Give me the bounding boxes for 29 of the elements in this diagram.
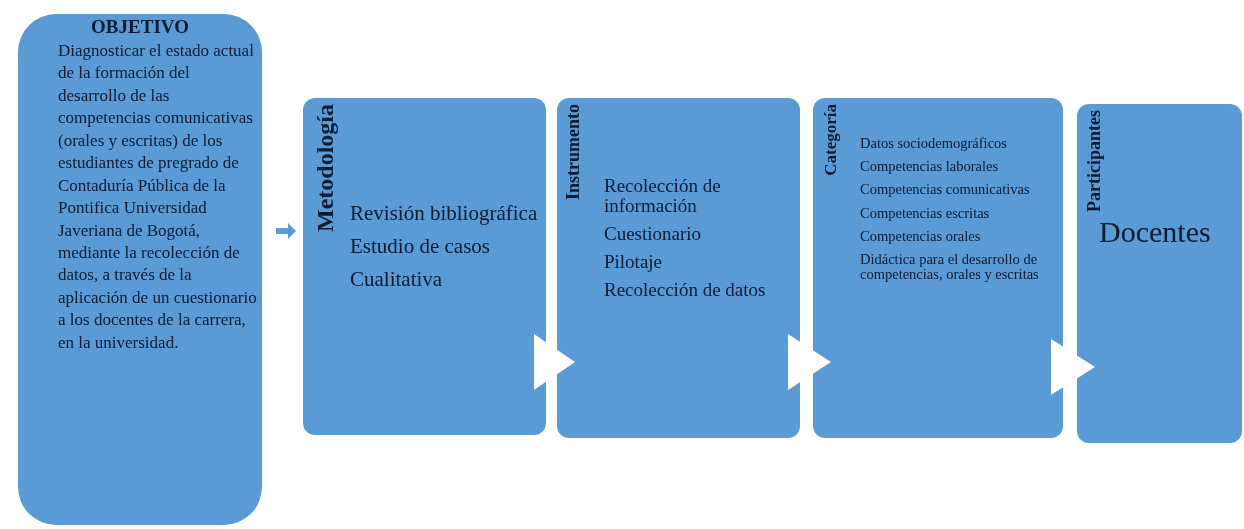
arrow [276,223,296,239]
list-item: Competencias orales [860,228,982,245]
list-item: Recolección de datos [604,279,767,300]
list-item: Estudio de casos [350,235,491,259]
list-item: Recolección de información [604,176,722,216]
heading: Metodología [312,104,339,232]
process-box [813,98,1063,438]
process-box [557,98,800,438]
list-item: Didáctica para el desarrollo de competencias, orales y escritas [860,252,1040,283]
list-item: Docentes [1099,215,1212,248]
objective-text: Diagnosticar el estado actual de la formación del desarrollo de las competencias comunicativas (orales y escritas) de los estudiantes de pregrado de Contaduría Pública de la Pontifica Universidad Javeriana de Bogotá, mediante la recolección de datos, a través de la aplicación de un cuestionario a los docentes de la carrera, en la universidad. [58,40,258,354]
process-box [303,98,546,435]
list-item: Pilotaje [604,251,664,272]
list-item: Datos sociodemográficos [860,136,1008,152]
heading: OBJETIVO [90,16,190,38]
list-item: Revisión bibliográfica [350,202,539,226]
objective-box [18,14,262,525]
chevron-arrow [534,334,575,390]
list-item: Competencias escritas [860,205,991,221]
chevron-arrow [1051,339,1095,395]
list-item: Cualitativa [350,268,444,292]
list-item: Competencias laborales [860,159,1000,175]
process-box [1077,104,1242,443]
heading: Categoría [821,104,841,176]
heading: Participantes [1084,110,1105,212]
list-item: Competencias comunicativas [860,182,1031,198]
list-item: Cuestionario [604,223,703,244]
chevron-arrow [788,334,831,390]
heading: Instrumento [563,104,584,200]
